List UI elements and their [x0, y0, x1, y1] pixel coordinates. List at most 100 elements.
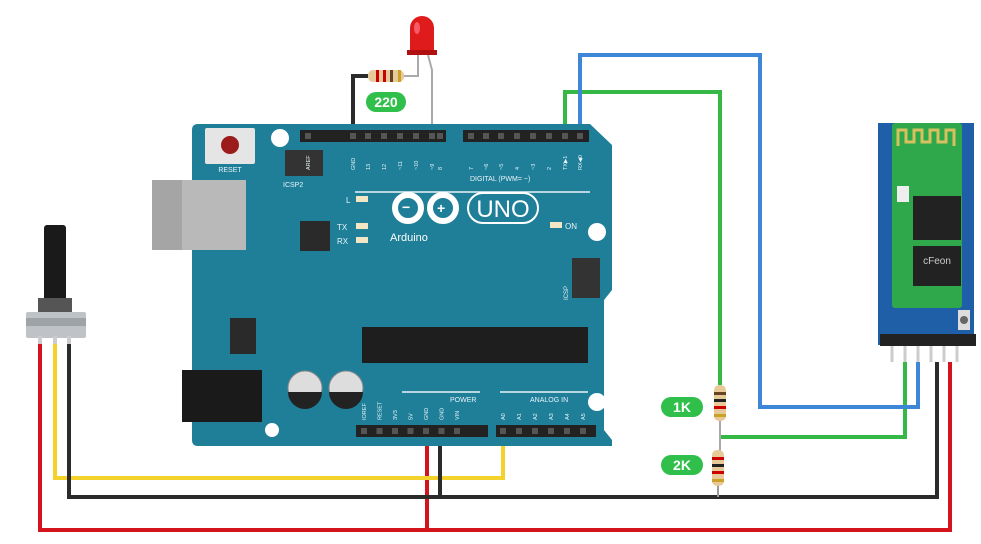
power-pin-label: IOREF [362, 403, 368, 420]
potentiometer [26, 225, 86, 344]
digital-pin [413, 133, 419, 139]
digital-pin-label: 4 [515, 167, 521, 170]
digital-pin [498, 133, 504, 139]
icsp-label: ICSP [564, 286, 570, 300]
analog-pin-label: A1 [517, 413, 523, 420]
module-header-pin [916, 346, 920, 362]
digital-pin-label: ~5 [499, 164, 505, 170]
resistor-1k [714, 385, 726, 421]
led-label-on: ON [565, 222, 577, 231]
power-pin-label: 3V3 [393, 410, 399, 420]
digital-pin-label: 7 [469, 167, 475, 170]
module-header-pin [955, 346, 959, 362]
digital-pin [305, 133, 311, 139]
digital-pin [429, 133, 435, 139]
power-header [356, 425, 488, 437]
digital-pin-label: GND [351, 158, 357, 170]
digital-pin [381, 133, 387, 139]
digital-pin [546, 133, 552, 139]
digital-pin [350, 133, 356, 139]
power-pin [361, 428, 367, 434]
reset-label: RESET [218, 167, 242, 174]
analog-pin-label: A0 [501, 413, 507, 420]
digital-label: DIGITAL (PWM= ~) [470, 176, 530, 183]
module-header-pin [942, 346, 946, 362]
digital-pin [397, 133, 403, 139]
digital-pin [530, 133, 536, 139]
digital-pin [483, 133, 489, 139]
led-label-rx: RX [337, 237, 349, 246]
module-pins [890, 346, 959, 362]
power-pin-label: GND [424, 408, 430, 420]
wire-black-gnd [67, 340, 939, 499]
digital-pin [365, 133, 371, 139]
digital-pin-label: 13 [366, 164, 372, 170]
board-model: UNO [476, 196, 529, 223]
svg-text:+: + [437, 200, 445, 216]
digital-pin [562, 133, 568, 139]
wire-green-tx [563, 90, 722, 385]
digital-pin-label: 8 [438, 167, 444, 170]
digital-pin-label: ~11 [398, 161, 404, 170]
power-pin [454, 428, 460, 434]
power-pin [407, 428, 414, 434]
analog-pin-label: A3 [549, 413, 555, 420]
power-pin [423, 428, 429, 434]
digital-pin-label: 2 [547, 167, 553, 170]
power-pin-label: GND [440, 408, 446, 420]
atmega-chip [362, 327, 588, 363]
power-pin [392, 428, 398, 434]
led-leg [403, 55, 419, 77]
resistor-2k [712, 450, 724, 486]
analog-pin [516, 428, 522, 434]
analog-pin [548, 428, 554, 434]
wire-yellow-a0 [53, 340, 505, 480]
power-pin [438, 428, 445, 434]
analog-pin-label: A5 [581, 413, 587, 420]
analog-pin [500, 428, 506, 434]
tag-1k-bg [661, 397, 703, 417]
resistor-220 [368, 70, 404, 82]
digital-pin [577, 133, 583, 139]
analog-pin [532, 428, 538, 434]
led-label-tx: TX [337, 223, 348, 232]
power-pin-label: RESET [378, 401, 384, 420]
analog-pin-label: A4 [565, 413, 571, 420]
svg-text:−: − [402, 199, 410, 215]
digital-pin-label: 12 [382, 164, 388, 170]
regulator [230, 318, 256, 354]
wire-red-5v [38, 340, 952, 532]
arduino-logo [392, 192, 459, 224]
digital-pin-label: RX◀0 [578, 155, 584, 170]
module-header-pin [890, 346, 894, 362]
resistor-2k-label: 2K [673, 457, 691, 473]
power-pin-label: 5V [409, 413, 415, 420]
module-header-pin [929, 346, 933, 362]
digital-pin-label: ~3 [531, 164, 537, 170]
arduino-uno-board: RESET ICSP2 DIGITAL (PWM= ~) L TX RX ON … [152, 124, 612, 446]
digital-pin-label: ~6 [484, 164, 490, 170]
board-name: Arduino [390, 232, 428, 244]
analog-pin [580, 428, 586, 434]
wires [38, 53, 952, 532]
digital-pin-label: TX▶1 [563, 156, 569, 170]
power-pin-label: VIN [455, 411, 461, 420]
analog-pin-label: A2 [533, 413, 539, 420]
digital-pin-label: ~10 [414, 161, 420, 170]
wire-blue-rx [578, 53, 920, 409]
led-leg-anode [427, 54, 433, 137]
resistor-1k-label: 1K [673, 399, 691, 415]
tag-2k-bg [661, 455, 703, 475]
power-jack [182, 370, 262, 422]
tag-220-bg [366, 92, 406, 112]
flash-chip-label: cFeon [923, 256, 951, 267]
digital-pin-label: ~9 [430, 164, 436, 170]
icsp-header [572, 258, 600, 298]
digital-pin [468, 133, 474, 139]
digital-header-right [463, 130, 589, 142]
module-header-pin [903, 346, 907, 362]
led-label-l: L [346, 196, 351, 205]
wire-led-gnd [351, 74, 368, 137]
